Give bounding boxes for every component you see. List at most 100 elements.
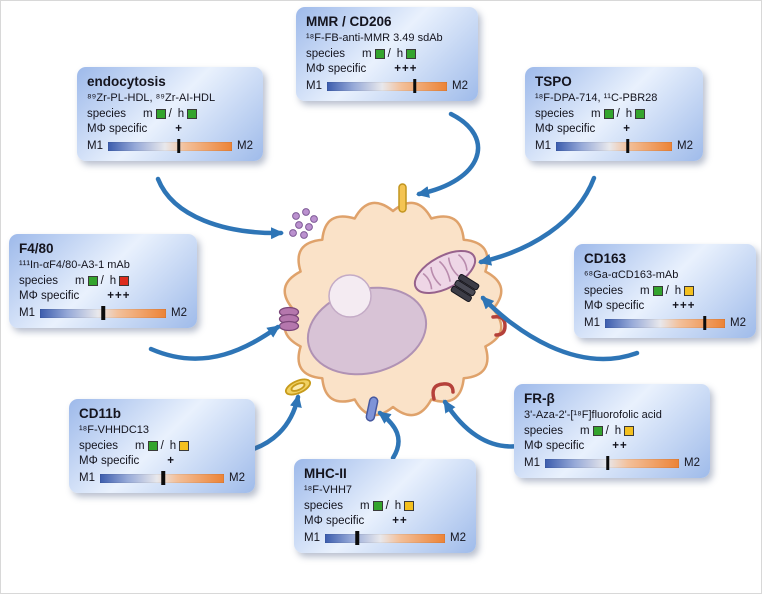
- target-title: F4/80: [19, 241, 54, 256]
- m1-label: M1: [87, 140, 103, 152]
- human-label: h: [625, 108, 633, 120]
- species-slash: /: [665, 285, 669, 297]
- specificity-value: +++: [672, 300, 696, 312]
- human-label: h: [109, 275, 117, 287]
- human-label: h: [614, 425, 622, 437]
- species-label: species: [87, 108, 126, 120]
- m2-label: M2: [450, 532, 466, 544]
- species-label: species: [306, 48, 345, 60]
- m1-m2-marker: [161, 471, 165, 485]
- human-indicator-swatch: [635, 109, 646, 119]
- species-label: species: [584, 285, 623, 297]
- mouse-label: m: [135, 440, 145, 452]
- m1-m2-bar: [555, 139, 673, 153]
- mphi-specific-label: MΦ specific: [535, 123, 596, 135]
- mouse-indicator-swatch: [592, 426, 603, 436]
- mouse-label: m: [580, 425, 590, 437]
- cd11b-receptor: [284, 378, 312, 396]
- endocytic-vesicles: [289, 208, 318, 239]
- species-slash: /: [168, 108, 172, 120]
- species-slash: /: [387, 48, 391, 60]
- mphi-specific-label: MΦ specific: [524, 440, 585, 452]
- m1-m2-marker: [176, 139, 181, 153]
- m1-label: M1: [535, 140, 551, 152]
- human-label: h: [169, 440, 177, 452]
- arrow-mmr-to-cell: [416, 111, 481, 198]
- mouse-indicator-swatch: [147, 441, 158, 451]
- m1-m2-marker: [626, 139, 630, 153]
- tracer-name: 3'-Aza-2'-[¹⁸F]fluorofolic acid: [524, 409, 662, 421]
- mouse-label: m: [591, 108, 601, 120]
- human-label: h: [394, 500, 402, 512]
- mphi-specific-label: MΦ specific: [87, 123, 148, 135]
- human-indicator-swatch: [406, 49, 417, 59]
- target-title: CD163: [584, 251, 627, 266]
- m1-m2-bar: [99, 471, 225, 485]
- mitochondrion: [413, 250, 477, 294]
- tracer-name: ¹⁸F-VHHDC13: [79, 424, 150, 436]
- mouse-indicator-swatch: [374, 49, 385, 59]
- mouse-indicator-swatch: [372, 501, 383, 511]
- target-title: FR-β: [524, 391, 555, 406]
- tracer-name: ¹⁸F-DPA-714, ¹¹C-PBR28: [535, 92, 658, 104]
- target-title: TSPO: [535, 74, 572, 89]
- arrow-tspo-to-cell: [478, 175, 597, 266]
- m2-label: M2: [171, 307, 187, 319]
- target-title: MMR / CD206: [306, 14, 392, 29]
- species-label: species: [524, 425, 563, 437]
- target-title: endocytosis: [87, 74, 166, 89]
- mphi-specific-label: MΦ specific: [19, 290, 80, 302]
- m1-m2-bar: [107, 139, 233, 153]
- m1-label: M1: [304, 532, 320, 544]
- mphi-specific-label: MΦ specific: [304, 515, 365, 527]
- target-box-fr-beta: FR-β 3'-Aza-2'-[¹⁸F]fluorofolic acid spe…: [514, 384, 710, 478]
- tracer-name: ¹¹¹In-αF4/80-A3-1 mAb: [19, 259, 130, 271]
- human-label: h: [396, 48, 404, 60]
- species-label: species: [79, 440, 118, 452]
- human-indicator-swatch: [187, 109, 198, 119]
- tracer-name: ¹⁸F-VHH7: [304, 484, 353, 496]
- target-box-tspo: TSPO ¹⁸F-DPA-714, ¹¹C-PBR28 species m / …: [525, 67, 703, 161]
- mmr-receptor: [398, 183, 407, 213]
- m2-label: M2: [229, 472, 245, 484]
- arrow-cd163-to-cell: [480, 295, 640, 362]
- m1-m2-bar: [324, 531, 446, 545]
- target-box-mmr-cd206: MMR / CD206 ¹⁸F-FB-anti-MMR 3.49 sdAb sp…: [296, 7, 478, 101]
- arrow-frb-to-cell: [442, 399, 528, 449]
- arrow-mhcii-to-cell: [377, 410, 401, 461]
- specificity-value: +: [175, 123, 184, 135]
- m1-m2-bar: [544, 456, 680, 470]
- specificity-value: +: [623, 123, 632, 135]
- target-box-mhc-ii: MHC-II ¹⁸F-VHH7 species m / h MΦ specifi…: [294, 459, 476, 553]
- m1-m2-marker: [606, 456, 610, 470]
- m1-m2-bar: [39, 306, 167, 320]
- specificity-value: ++: [612, 440, 628, 452]
- species-slash: /: [605, 425, 609, 437]
- target-title: MHC-II: [304, 466, 347, 481]
- m1-label: M1: [306, 80, 322, 92]
- cd163-receptor: [450, 273, 480, 303]
- m2-label: M2: [677, 140, 693, 152]
- human-indicator-swatch: [684, 286, 695, 296]
- species-slash: /: [160, 440, 164, 452]
- species-label: species: [304, 500, 343, 512]
- mouse-label: m: [75, 275, 85, 287]
- mouse-indicator-swatch: [87, 276, 98, 286]
- mouse-indicator-swatch: [155, 109, 166, 119]
- m1-label: M1: [524, 457, 540, 469]
- mouse-indicator-swatch: [652, 286, 663, 296]
- m1-m2-marker: [702, 316, 707, 330]
- m2-label: M2: [684, 457, 700, 469]
- macrophage-cell: [278, 183, 507, 422]
- specificity-value: ++: [392, 515, 408, 527]
- mouse-label: m: [640, 285, 650, 297]
- m1-m2-bar: [604, 316, 726, 330]
- specificity-value: +: [167, 455, 176, 467]
- human-label: h: [674, 285, 682, 297]
- specificity-value: +++: [107, 290, 131, 302]
- mphi-specific-label: MΦ specific: [79, 455, 140, 467]
- arrow-f480-to-cell: [148, 324, 281, 361]
- m2-label: M2: [237, 140, 253, 152]
- species-slash: /: [616, 108, 620, 120]
